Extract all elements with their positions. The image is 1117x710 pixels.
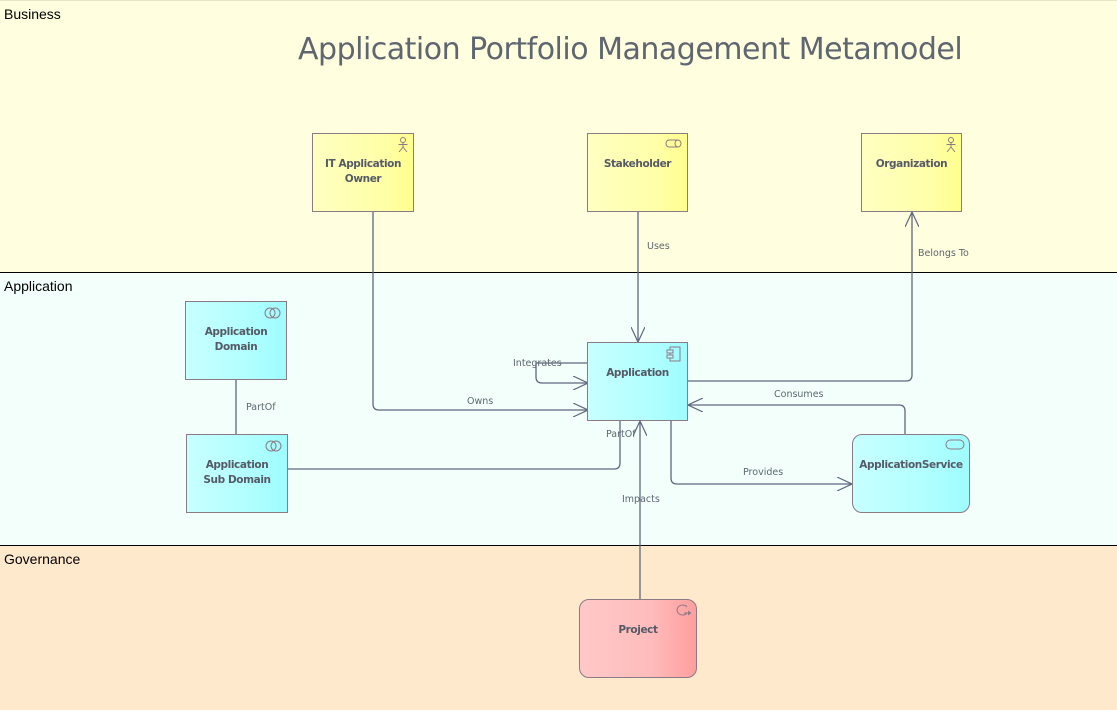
role-icon [665,139,682,148]
connector-label-consumes: Consumes [774,389,824,400]
work-package-icon [676,604,692,616]
connector-label-provides: Provides [743,467,784,478]
connector-label-impacts: Impacts [622,494,660,505]
element-label: Application Domain [204,326,268,353]
element-application-sub-domain[interactable]: Application Sub Domain [186,434,288,513]
actor-icon [398,137,408,153]
element-organization[interactable]: Organization [861,133,962,212]
element-it-application-owner[interactable]: IT Application Owner [312,133,414,212]
element-project[interactable]: Project [579,599,697,678]
element-label: Organization [875,158,948,170]
lane-label-governance: Governance [4,551,81,567]
component-icon [666,346,681,362]
element-application-domain[interactable]: Application Domain [185,301,287,380]
connector-label-uses: Uses [647,241,670,252]
lane-label-business: Business [4,6,61,22]
actor-icon [946,137,956,153]
element-label: ApplicationService [859,459,963,471]
service-icon [945,439,965,450]
element-label: IT Application Owner [324,158,402,185]
lane-label-application: Application [4,278,73,294]
element-application-service[interactable]: ApplicationService [852,434,970,513]
connector-label-owns: Owns [467,396,494,407]
collaboration-icon [265,440,282,452]
connector-label-partof-application: PartOf [606,429,636,440]
connector-label-belongs-to: Belongs To [918,248,969,259]
connector-label-partof-domain: PartOf [246,402,276,413]
lane-governance: Governance [0,545,1117,710]
connector-label-integrates: Integrates [513,358,562,369]
element-application[interactable]: Application [587,342,688,421]
diagram-title: Application Portfolio Management Metamod… [298,32,963,67]
element-label: Stakeholder [603,158,672,170]
element-label: Application [606,367,669,379]
element-stakeholder[interactable]: Stakeholder [587,133,688,212]
element-label: Application Sub Domain [203,459,271,486]
collaboration-icon [264,307,281,319]
element-label: Project [618,624,658,636]
